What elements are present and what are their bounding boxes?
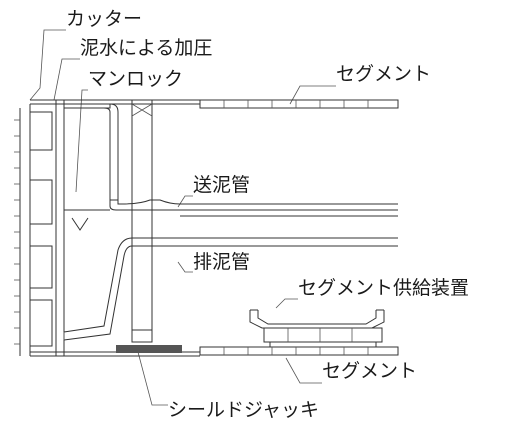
label-feed-pipe: 送泥管 (193, 174, 250, 196)
leader-lines (29, 29, 336, 406)
shield-skin (30, 99, 200, 357)
bulkhead (55, 99, 132, 356)
shield-jack (116, 345, 182, 353)
label-discharge-pipe: 排泥管 (193, 251, 250, 273)
discharge-pipe (63, 237, 398, 341)
cutter-face (14, 104, 53, 356)
label-segment-feeder: セグメント供給装置 (298, 277, 469, 299)
segment-top (199, 99, 399, 109)
label-cutter: カッター (66, 8, 142, 30)
label-shield-jack: シールドジャッキ (168, 399, 319, 421)
segment-bottom (199, 346, 399, 356)
label-mud-pressure: 泥水による加圧 (80, 37, 212, 59)
label-segment-bottom: セグメント (322, 360, 417, 382)
segment-feeder (249, 309, 385, 347)
label-segment-top: セグメント (336, 63, 431, 85)
label-man-lock: マンロック (88, 68, 183, 90)
feed-pipe (109, 199, 398, 217)
